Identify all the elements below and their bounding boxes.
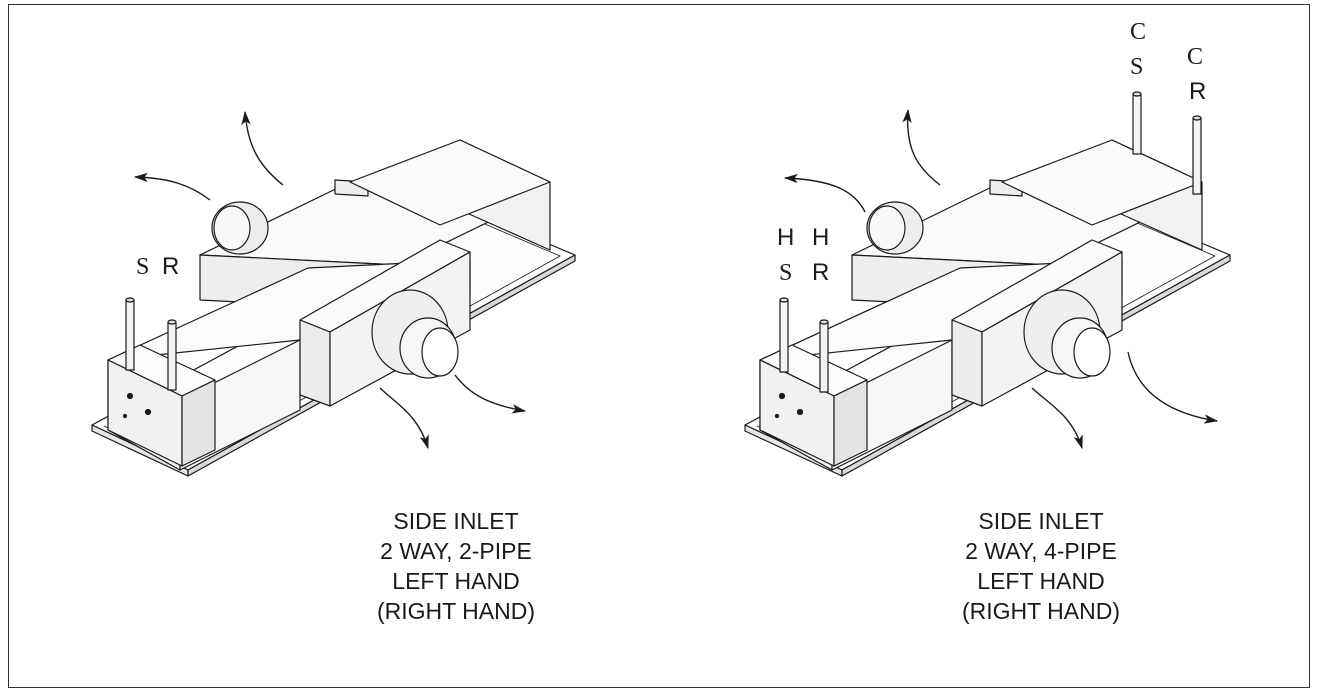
right-heating-return-h: H (812, 224, 830, 251)
right-front-collar (1023, 289, 1111, 379)
left-caption-line-1: SIDE INLET (393, 508, 519, 534)
right-cooling-return-r: R (1189, 78, 1207, 105)
arrow-up (902, 108, 941, 186)
left-end-box (107, 344, 216, 467)
right-rear-collar (866, 201, 924, 255)
right-cooling-supply-s: S (1130, 54, 1144, 80)
left-caption: SIDE INLET 2 WAY, 2-PIPE LEFT HAND (RIGH… (306, 506, 606, 626)
left-caption-line-4: (RIGHT HAND) (376, 598, 535, 624)
right-airflow-arrows (783, 108, 1219, 450)
left-center-plenum (299, 239, 471, 407)
left-caption-line-2: 2 WAY, 2-PIPE (380, 538, 532, 564)
right-caption-line-1: SIDE INLET (978, 508, 1104, 534)
left-airflow-arrows (133, 110, 527, 450)
right-cooling-return-c: C (1187, 44, 1204, 70)
left-fan-coil-unit (91, 139, 576, 477)
arrow-down (379, 387, 429, 450)
left-front-collar (371, 289, 459, 379)
right-caption-line-3: LEFT HAND (977, 568, 1105, 594)
right-fan-coil-unit (744, 91, 1231, 477)
left-supply-label: S (136, 254, 150, 280)
right-heating-supply-h: H (777, 224, 795, 251)
left-return-label: R (162, 253, 180, 280)
right-heating-return-r: R (812, 259, 830, 286)
right-end-box (759, 344, 868, 467)
arrow-right (1127, 351, 1219, 424)
right-cooling-supply-c: C (1130, 19, 1147, 45)
left-rear-collar (211, 201, 269, 255)
right-heating-supply-s: S (779, 260, 793, 286)
right-caption-line-2: 2 WAY, 4-PIPE (965, 538, 1117, 564)
right-heating-pipes (779, 297, 829, 393)
arrow-left (133, 172, 211, 201)
left-pipes (125, 297, 177, 391)
left-caption-line-3: LEFT HAND (392, 568, 520, 594)
arrow-left (783, 173, 866, 213)
right-caption-line-4: (RIGHT HAND) (961, 598, 1120, 624)
right-cooling-pipes (1132, 91, 1202, 195)
arrow-down (1031, 387, 1083, 450)
right-caption: SIDE INLET 2 WAY, 4-PIPE LEFT HAND (RIGH… (891, 506, 1191, 626)
arrow-right (454, 374, 527, 414)
arrow-up (241, 110, 284, 186)
